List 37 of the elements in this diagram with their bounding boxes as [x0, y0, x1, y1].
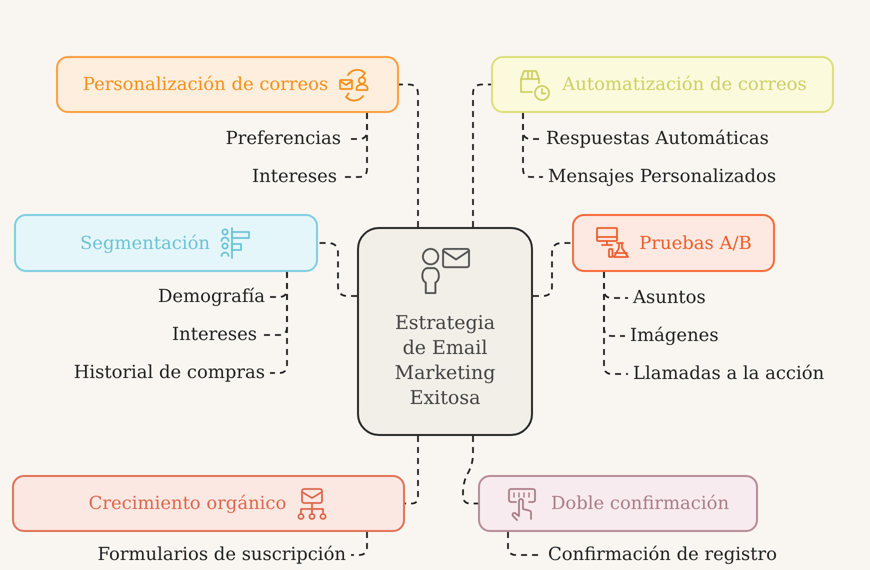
dashed-connector	[342, 113, 368, 178]
dashed-connector	[533, 242, 572, 297]
category-box	[572, 214, 775, 272]
category-box	[12, 475, 405, 532]
item-label: Llamadas a la acción	[628, 362, 830, 386]
item-label: Demografía	[153, 285, 270, 309]
dashed-connector	[270, 272, 288, 374]
item-label: Confirmación de registro	[543, 543, 782, 567]
dashed-connector	[472, 84, 491, 227]
item-label: Historial de compras	[68, 361, 270, 385]
category-label: Pruebas A/B	[639, 232, 752, 254]
item-label: Imágenes	[625, 324, 724, 348]
item-label: Asuntos	[628, 286, 711, 310]
category-box	[478, 475, 758, 532]
dashed-connector	[522, 113, 543, 178]
dashed-connector	[462, 436, 478, 504]
item-label: Formularios de suscripción	[92, 543, 351, 567]
category-box	[56, 56, 399, 113]
dashed-connector	[405, 436, 419, 504]
dashed-connector	[318, 242, 357, 297]
item-label: Intereses	[167, 323, 262, 347]
central-box	[357, 227, 533, 436]
category-label: Personalización de correos	[82, 74, 328, 95]
category-box	[14, 214, 318, 272]
central-label: Estrategia de Email Marketing Exitosa	[394, 311, 496, 411]
dashed-connector	[351, 532, 368, 556]
item-label: Intereses	[247, 165, 342, 189]
item-label: Mensajes Personalizados	[543, 165, 782, 189]
item-label: Respuestas Automáticas	[541, 127, 774, 151]
dashed-connector	[399, 84, 419, 227]
item-label: Preferencias	[220, 127, 346, 151]
category-label: Doble confirmación	[550, 493, 730, 514]
category-label: Segmentación	[80, 232, 210, 254]
category-label: Crecimiento orgánico	[88, 493, 286, 514]
dashed-connector	[603, 272, 628, 375]
category-box	[491, 56, 834, 113]
category-label: Automatización de correos	[562, 74, 807, 95]
